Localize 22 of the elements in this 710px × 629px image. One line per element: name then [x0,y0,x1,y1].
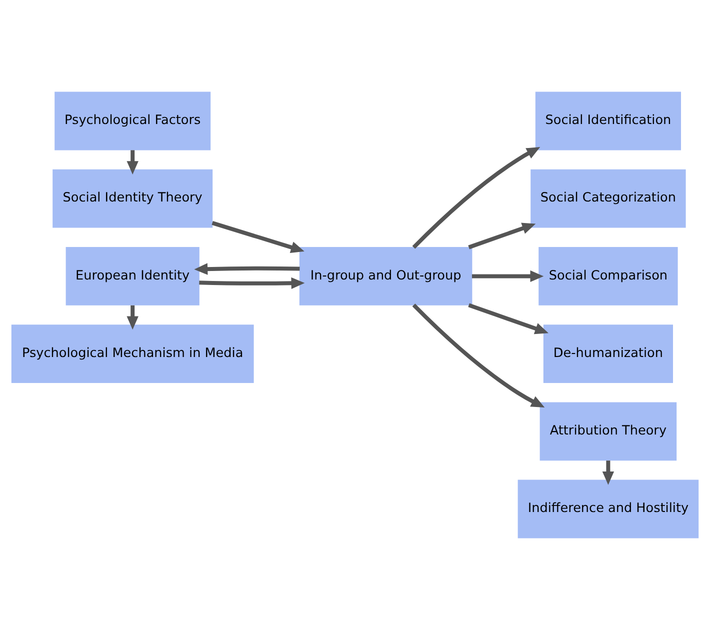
node-box: Psychological Factors [54,91,211,150]
arrow [472,270,544,282]
arrow [126,304,138,330]
node-box: Social Comparison [538,246,678,305]
arrow [199,276,305,289]
arrow [194,262,300,274]
node-box: Attribution Theory [540,402,677,460]
node-box: Psychological Mechanism in Media [11,324,254,382]
arrow [468,302,548,334]
node-box: De-humanization [543,324,673,382]
arrow [126,150,138,174]
node-box: European Identity [66,246,200,305]
node-box: Indifference and Hostility [518,479,699,538]
arrow [602,460,614,484]
arrow [412,146,540,248]
arrow [468,222,536,249]
node-box: Social Categorization [530,168,686,228]
arrow [212,220,304,252]
arrow [412,303,545,408]
node-box: In-group and Out-group [299,246,472,305]
node-box: Social Identity Theory [52,168,213,228]
node-box: Social Identification [535,91,681,150]
